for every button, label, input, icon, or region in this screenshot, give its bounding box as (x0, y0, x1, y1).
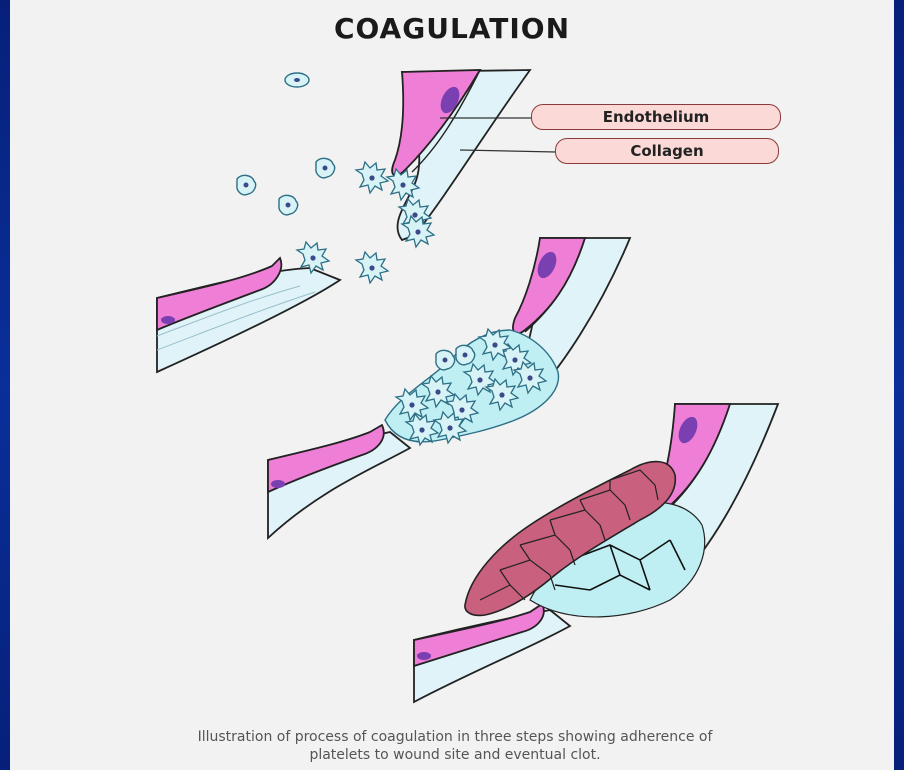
caption-line-2: platelets to wound site and eventual clo… (40, 746, 870, 764)
endothelium-label: Endothelium (531, 104, 781, 130)
figure-caption: Illustration of process of coagulation i… (40, 728, 870, 764)
caption-line-1: Illustration of process of coagulation i… (40, 728, 870, 746)
stage-1-vessel-wall (157, 70, 530, 372)
illustration-panel: COAGULATION (10, 0, 894, 770)
stage-2-platelet-plug (385, 329, 558, 445)
collagen-label: Collagen (555, 138, 779, 164)
